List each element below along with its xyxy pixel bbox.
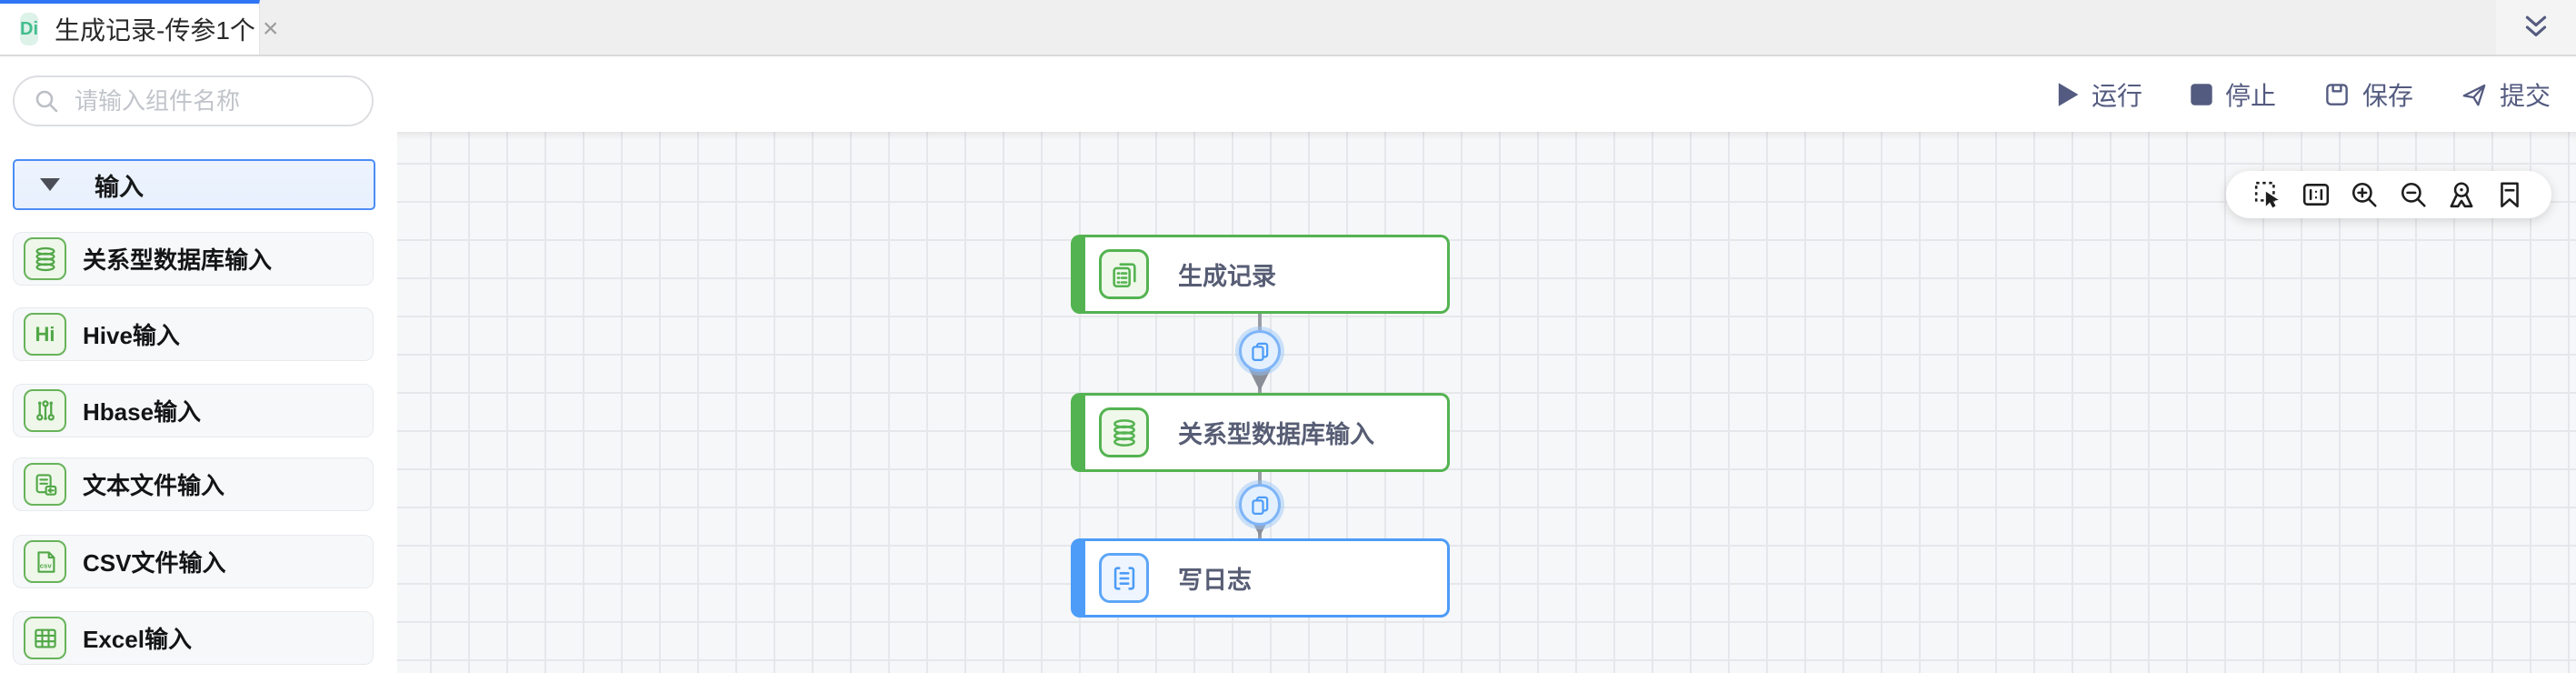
sidebar-item-excel-input[interactable]: Excel输入 bbox=[13, 611, 374, 665]
tab-bar: Di 生成记录-传参1个 × bbox=[0, 0, 2576, 56]
tab-title: 生成记录-传参1个 bbox=[55, 16, 255, 45]
hive-icon: Hi bbox=[24, 313, 66, 356]
sidebar-item-label: CSV文件输入 bbox=[83, 549, 226, 577]
chevron-down-icon bbox=[40, 178, 60, 191]
node-write-log[interactable]: 写日志 bbox=[1071, 538, 1450, 618]
zoom-out-icon[interactable] bbox=[2398, 179, 2429, 210]
component-search bbox=[13, 75, 374, 126]
submit-button[interactable]: 提交 bbox=[2461, 76, 2551, 113]
search-icon bbox=[35, 90, 58, 113]
excel-icon bbox=[24, 617, 66, 659]
sidebar-item-label: Hive输入 bbox=[83, 322, 180, 349]
canvas-grid[interactable] bbox=[397, 132, 2576, 673]
sidebar-item-text-file-input[interactable]: 文本文件输入 bbox=[13, 457, 374, 511]
generate-records-icon bbox=[1099, 249, 1149, 299]
sidebar-item-label: 关系型数据库输入 bbox=[83, 246, 273, 274]
hbase-icon bbox=[24, 389, 66, 432]
write-log-icon bbox=[1099, 553, 1149, 603]
sidebar-item-hbase-input[interactable]: Hbase输入 bbox=[13, 384, 374, 437]
database-icon bbox=[1099, 407, 1149, 457]
component-sidebar: 输入 关系型数据库输入 Hi Hive输入 bbox=[0, 56, 397, 673]
stop-button[interactable]: 停止 bbox=[2190, 76, 2276, 113]
text-file-icon bbox=[24, 463, 66, 506]
di-badge: Di bbox=[20, 13, 38, 45]
workflow-canvas: 运行 停止 保存 提交 bbox=[397, 56, 2576, 673]
csv-file-icon: csv bbox=[24, 540, 66, 583]
sidebar-item-label: Excel输入 bbox=[83, 626, 192, 653]
close-icon[interactable]: × bbox=[262, 14, 279, 44]
node-label: 关系型数据库输入 bbox=[1178, 421, 1374, 448]
database-icon bbox=[24, 237, 66, 280]
sidebar-section-input[interactable]: 输入 bbox=[13, 159, 375, 210]
zoom-in-icon[interactable] bbox=[2349, 179, 2380, 210]
canvas-actions: 运行 停止 保存 提交 bbox=[2056, 56, 2551, 132]
copy-data-icon[interactable] bbox=[1239, 484, 1281, 526]
sidebar-item-relational-db-input[interactable]: 关系型数据库输入 bbox=[13, 232, 374, 286]
node-label: 生成记录 bbox=[1178, 263, 1276, 290]
marquee-select-icon[interactable] bbox=[2252, 179, 2283, 210]
tab-generate-records[interactable]: Di 生成记录-传参1个 × bbox=[0, 0, 278, 55]
copy-data-icon[interactable] bbox=[1239, 330, 1281, 372]
main-area: 输入 关系型数据库输入 Hi Hive输入 bbox=[0, 56, 2576, 673]
save-button[interactable]: 保存 bbox=[2323, 76, 2413, 113]
actual-size-icon[interactable] bbox=[2301, 179, 2331, 210]
play-icon bbox=[2058, 82, 2079, 106]
locate-icon[interactable] bbox=[2446, 179, 2477, 210]
stop-icon bbox=[2191, 83, 2212, 105]
node-generate-records[interactable]: 生成记录 bbox=[1071, 235, 1450, 314]
sidebar-item-csv-file-input[interactable]: csv CSV文件输入 bbox=[13, 535, 374, 588]
collapse-tabs-button[interactable] bbox=[2496, 0, 2576, 55]
double-chevron-down-icon bbox=[2525, 15, 2547, 36]
svg-text:csv: csv bbox=[39, 561, 52, 569]
component-search-input[interactable] bbox=[13, 75, 374, 126]
node-relational-db-input[interactable]: 关系型数据库输入 bbox=[1071, 393, 1450, 472]
sidebar-section-label: 输入 bbox=[95, 173, 144, 201]
node-label: 写日志 bbox=[1178, 567, 1252, 594]
run-button[interactable]: 运行 bbox=[2056, 76, 2142, 113]
sidebar-item-hive-input[interactable]: Hi Hive输入 bbox=[13, 307, 374, 361]
canvas-toolbar bbox=[2226, 171, 2551, 218]
sidebar-item-label: 文本文件输入 bbox=[83, 472, 225, 499]
paper-plane-icon bbox=[2462, 84, 2486, 105]
bookmark-icon[interactable] bbox=[2494, 179, 2525, 210]
sidebar-item-label: Hbase输入 bbox=[83, 398, 202, 426]
save-icon bbox=[2326, 83, 2348, 105]
